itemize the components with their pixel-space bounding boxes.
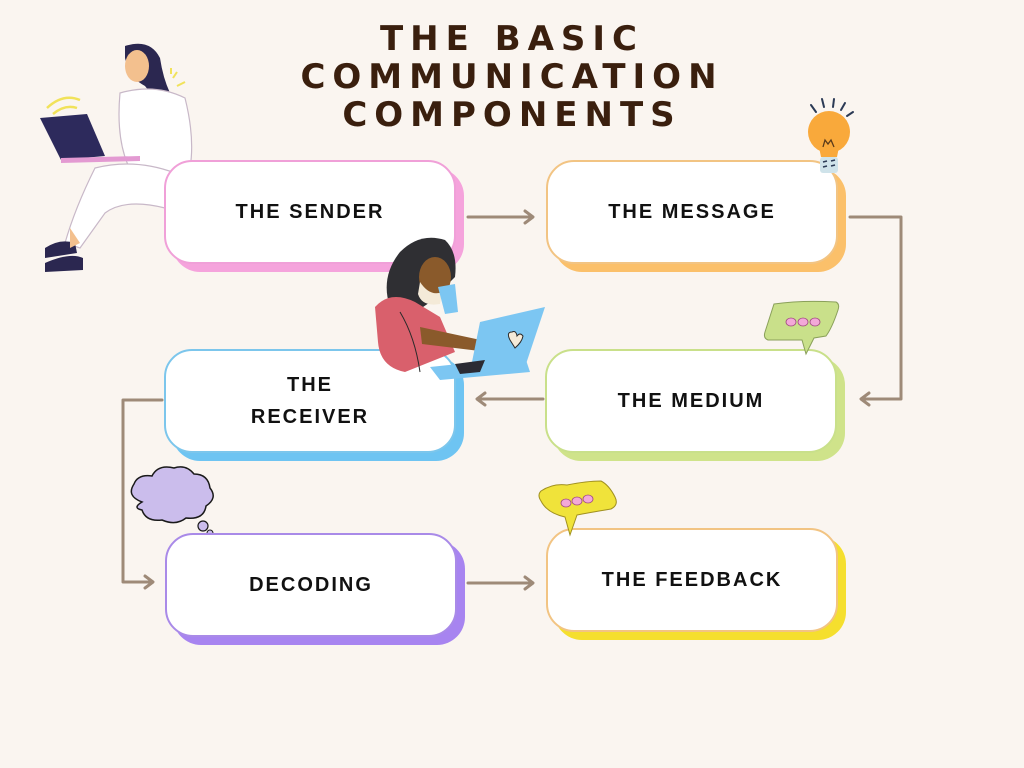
node-message: THE MESSAGE [546,160,846,272]
woman-with-laptop-illustration [40,43,193,272]
node-decoding-box: DECODING [165,533,457,637]
node-medium-box: THE MEDIUM [545,349,837,453]
node-decoding: DECODING [165,533,465,645]
title-line-2: COMMUNICATION [300,57,724,97]
title-line-3: COMPONENTS [342,95,682,135]
node-decoding-label: DECODING [249,574,373,596]
page-title: THE BASIC COMMUNICATION COMPONENTS [262,20,762,134]
node-feedback-box: THE FEEDBACK [546,528,838,632]
node-feedback: THE FEEDBACK [546,528,846,640]
node-feedback-label: THE FEEDBACK [601,569,783,591]
yellow-speech-bubble-icon [538,480,617,537]
green-speech-bubble-icon [763,300,840,356]
woman-drinking-with-laptop-illustration [375,237,545,380]
thought-cloud-icon [130,466,218,540]
node-message-box: THE MESSAGE [546,160,838,264]
node-receiver-label-line-2: RECEIVER [250,406,370,428]
node-sender: THE SENDER [164,160,464,272]
node-medium: THE MEDIUM [545,349,845,461]
node-receiver-label: THE RECEIVER [251,369,369,433]
node-medium-label: THE MEDIUM [617,390,765,412]
lightbulb-icon [808,98,854,173]
node-sender-label: THE SENDER [235,201,385,223]
node-receiver-label-line-1: THE [287,374,333,396]
node-receiver: THE RECEIVER [164,349,464,461]
title-line-1: THE BASIC [379,19,645,59]
node-message-label: THE MESSAGE [608,201,776,223]
